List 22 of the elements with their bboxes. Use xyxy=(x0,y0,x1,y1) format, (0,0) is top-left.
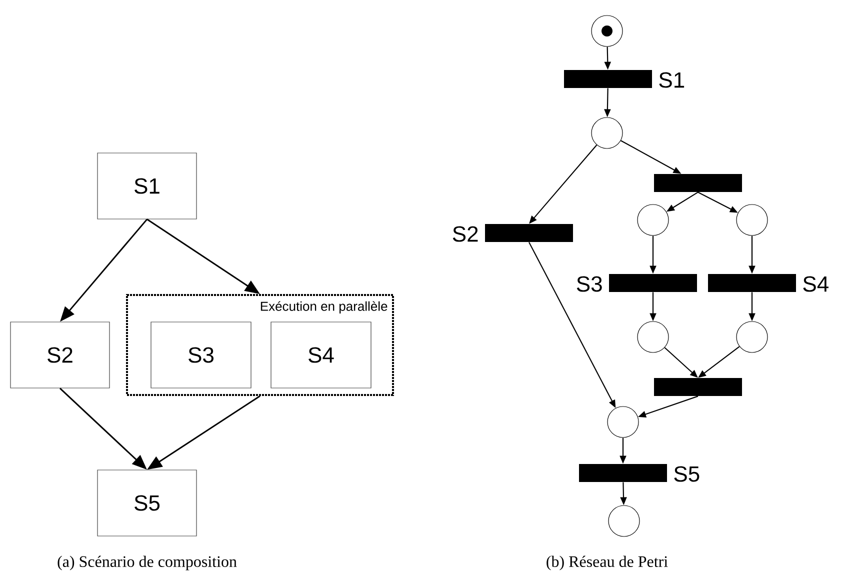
service-box: S5 xyxy=(97,470,197,536)
transition-bar xyxy=(654,174,742,192)
transition-label: S1 xyxy=(659,72,684,88)
transition-bar xyxy=(654,378,742,396)
place-circle xyxy=(637,204,669,236)
place-circle xyxy=(608,505,640,537)
service-box: S4 xyxy=(270,322,372,388)
figure-caption: (b) Réseau de Petri xyxy=(546,556,668,570)
transition-label: S5 xyxy=(674,466,700,482)
service-box: S1 xyxy=(97,152,197,220)
place-circle xyxy=(736,321,768,353)
place-circle xyxy=(637,321,669,353)
transition-label: S4 xyxy=(803,276,828,292)
group-heading: Exécution en parallèle xyxy=(260,301,388,314)
place-circle xyxy=(736,204,768,236)
figure-caption: (a) Scénario de composition xyxy=(58,556,237,570)
place-circle xyxy=(607,406,639,438)
place-circle xyxy=(591,117,623,149)
service-box: S2 xyxy=(10,322,110,388)
service-box: S3 xyxy=(150,322,252,388)
transition-label: S3 xyxy=(576,276,602,292)
transition-label: S2 xyxy=(452,226,478,242)
